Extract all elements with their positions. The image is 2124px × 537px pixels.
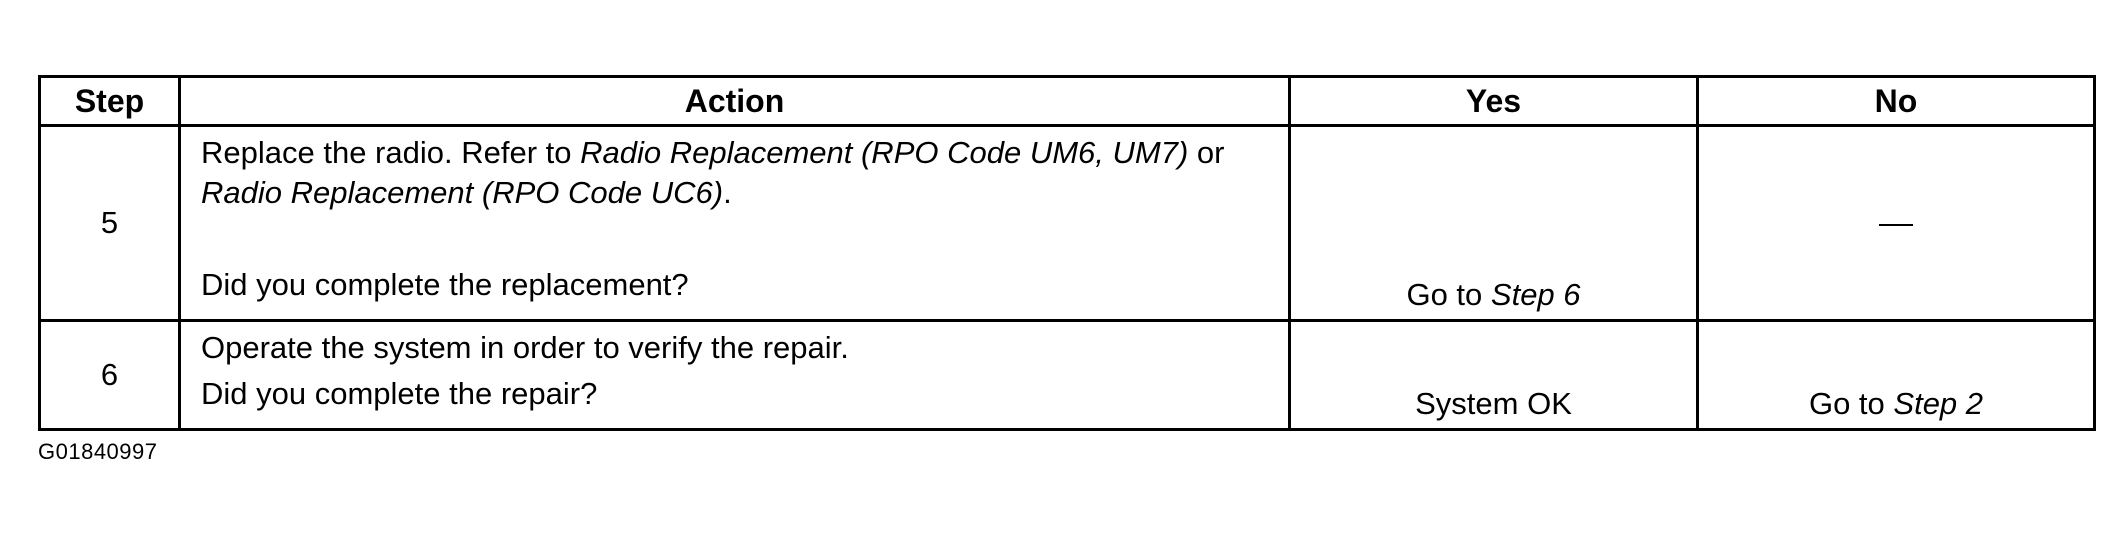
action-instruction: Operate the system in order to verify th…: [201, 330, 849, 365]
action-content: Operate the system in order to verify th…: [201, 328, 1268, 414]
header-action: Action: [178, 75, 1291, 127]
yes-cell: System OK: [1288, 319, 1699, 431]
yes-cell: Go to Step 6: [1288, 124, 1699, 322]
action-content: Replace the radio. Refer to Radio Replac…: [201, 133, 1268, 305]
table-header-row: Step Action Yes No: [38, 75, 2096, 127]
no-cell: —: [1696, 124, 2096, 322]
step-reference-link[interactable]: Step 6: [1490, 277, 1581, 312]
step-number: 6: [38, 319, 181, 431]
yes-prefix: Go to: [1406, 277, 1491, 312]
reference-link[interactable]: Radio Replacement (RPO Code UM6, UM7): [580, 135, 1189, 170]
no-dash: [1879, 223, 1913, 226]
header-no: No: [1696, 75, 2096, 127]
no-prefix: Go to: [1808, 386, 1894, 421]
action-text: or: [1188, 135, 1225, 170]
header-yes: Yes: [1288, 75, 1699, 127]
action-cell: Operate the system in order to verify th…: [178, 319, 1291, 431]
step-number: 5: [38, 124, 181, 322]
reference-link[interactable]: Radio Replacement (RPO Code UC6): [201, 175, 724, 210]
header-step: Step: [38, 75, 181, 127]
table-row: 6 Operate the system in order to verify …: [38, 319, 2096, 431]
action-text: Replace the radio. Refer to: [201, 135, 581, 170]
action-cell: Replace the radio. Refer to Radio Replac…: [178, 124, 1291, 322]
action-text: .: [723, 175, 732, 210]
table-row: 5 Replace the radio. Refer to Radio Repl…: [38, 124, 2096, 322]
action-question: Did you complete the repair?: [201, 376, 598, 411]
step-reference-link[interactable]: Step 2: [1893, 386, 1984, 421]
diagnostic-table: Step Action Yes No 5 Replace the radio. …: [38, 75, 2096, 431]
action-instruction: Replace the radio. Refer to Radio Replac…: [201, 133, 1268, 213]
action-question: Did you complete the replacement?: [201, 267, 689, 302]
figure-id: G01840997: [38, 439, 158, 464]
no-cell: Go to Step 2: [1696, 319, 2096, 431]
